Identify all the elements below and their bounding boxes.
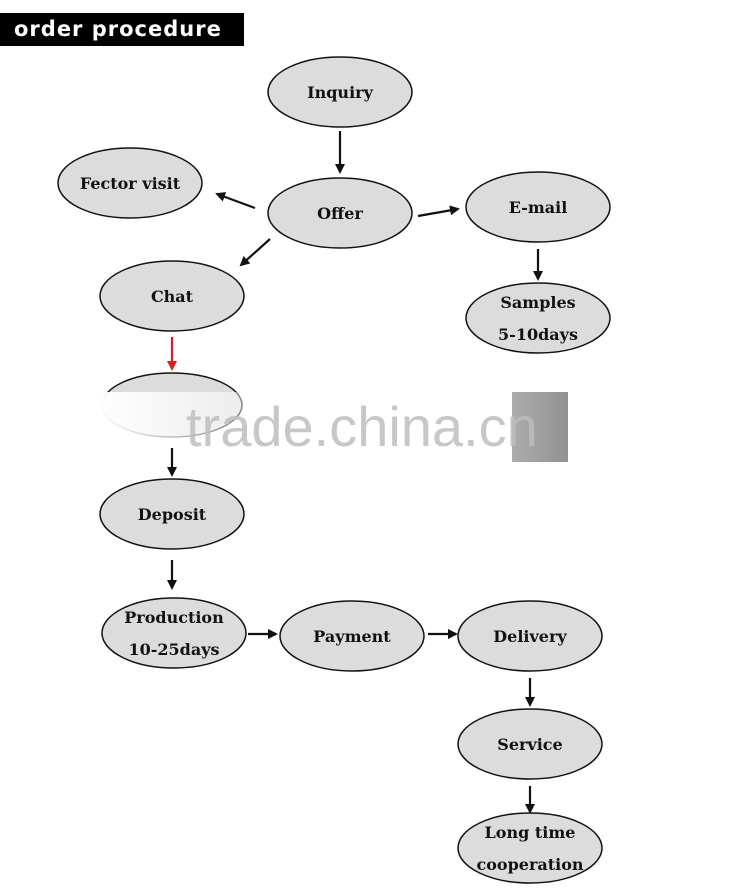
node-inquiry-shape xyxy=(267,56,413,128)
node-factor-visit: Fector visit xyxy=(57,147,203,219)
node-production-label: 10-25days xyxy=(128,640,219,659)
node-factor-visit-label: Fector visit xyxy=(80,174,181,193)
node-deposit-shape xyxy=(99,478,245,550)
arrow-offer-to-chat xyxy=(239,238,271,267)
node-production-shape xyxy=(101,597,247,669)
node-inquiry: Inquiry xyxy=(267,56,413,128)
node-samples: Samples 5-10days xyxy=(465,282,611,354)
node-samples-shape xyxy=(465,282,611,354)
node-delivery-shape xyxy=(457,600,603,672)
node-chat-shape xyxy=(99,260,245,332)
node-offer: Offer xyxy=(267,177,413,249)
node-offer-label: Offer xyxy=(317,204,363,223)
node-long-time-label: Long time xyxy=(485,823,576,842)
node-long-time-label: cooperation xyxy=(476,855,583,874)
obscured-order-node xyxy=(95,372,265,440)
node-inquiry-label: Inquiry xyxy=(307,83,373,102)
node-service: Service xyxy=(457,708,603,780)
arrow-offer-to-factor-visit xyxy=(215,192,256,210)
node-offer-shape xyxy=(267,177,413,249)
node-chat-label: Chat xyxy=(151,287,194,306)
node-delivery-label: Delivery xyxy=(493,627,567,646)
page-title: order procedure xyxy=(0,13,244,46)
node-deposit-label: Deposit xyxy=(138,505,207,524)
node-long-time: Long time cooperation xyxy=(457,812,603,884)
node-delivery: Delivery xyxy=(457,600,603,672)
node-payment: Payment xyxy=(279,600,425,672)
node-samples-label: 5-10days xyxy=(498,325,578,344)
watermark: trade.china.cn xyxy=(186,395,538,458)
node-service-label: Service xyxy=(497,735,562,754)
node-email: E-mail xyxy=(465,171,611,243)
node-deposit: Deposit xyxy=(99,478,245,550)
node-payment-label: Payment xyxy=(313,627,391,646)
node-samples-label: Samples xyxy=(500,293,575,312)
node-production: Production 10-25days xyxy=(101,597,247,669)
node-factor-visit-shape xyxy=(57,147,203,219)
node-payment-shape xyxy=(279,600,425,672)
node-chat: Chat xyxy=(99,260,245,332)
node-email-shape xyxy=(465,171,611,243)
arrow-offer-to-email xyxy=(417,205,460,218)
node-service-shape xyxy=(457,708,603,780)
obscured-sample-node xyxy=(512,392,568,462)
node-email-label: E-mail xyxy=(509,198,568,217)
node-long-time-shape xyxy=(457,812,603,884)
node-production-label: Production xyxy=(124,608,224,627)
